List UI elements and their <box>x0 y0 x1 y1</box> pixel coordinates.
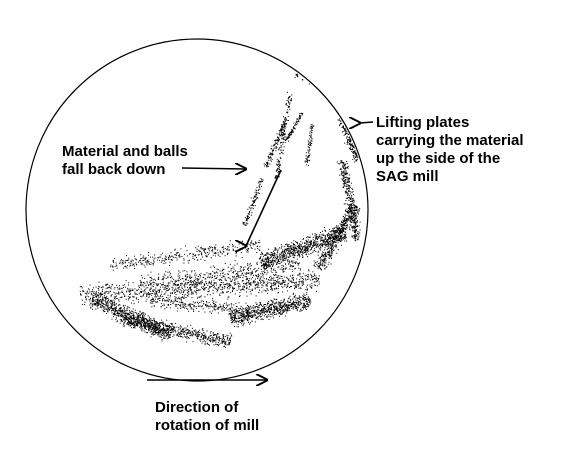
falling-label-line-2: fall back down <box>62 161 166 178</box>
lifting-label-line-4: SAG mill <box>376 168 439 185</box>
direction-label-line-1: Direction of <box>155 399 239 416</box>
lifting-label-line-1: Lifting plates <box>376 114 470 131</box>
lifting-label-line-2: carrying the material <box>376 132 524 149</box>
direction-label-line-2: rotation of mill <box>155 417 260 434</box>
lifting-plates-label: Lifting plates carrying the material up … <box>376 114 524 186</box>
falling-material-arrow <box>246 169 282 246</box>
lifting-label-line-3: up the side of the <box>376 150 501 167</box>
falling-label-arrow <box>181 168 246 169</box>
falling-material-label: Material and balls fall back down <box>62 143 188 179</box>
mill-shell-circle <box>25 38 369 382</box>
mill-charge-stipple <box>79 73 361 348</box>
lifting-label-arrow <box>360 122 374 123</box>
falling-label-line-1: Material and balls <box>62 143 188 160</box>
rotation-direction-label: Direction of rotation of mill <box>155 399 259 435</box>
